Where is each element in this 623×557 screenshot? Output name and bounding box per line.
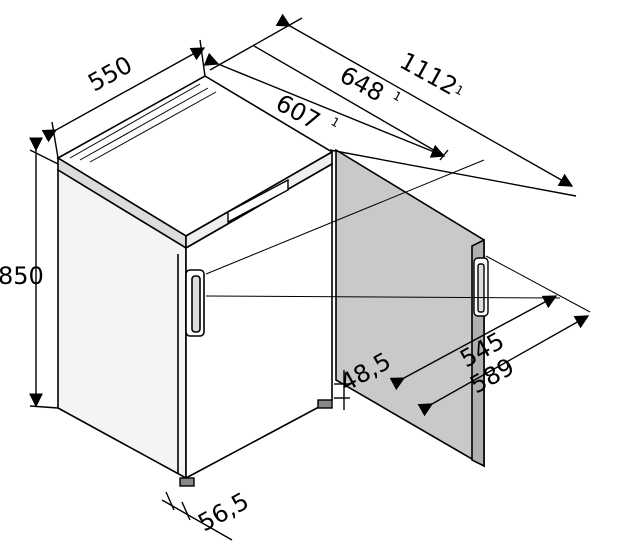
open-door-handle — [473, 257, 489, 317]
label-850: 850 — [0, 262, 44, 290]
fridge-feet — [179, 399, 333, 487]
dim-line-56-5 — [161, 499, 233, 541]
sup-648: 1 — [391, 88, 404, 104]
label-648: 648 — [335, 61, 389, 108]
door-handle — [185, 269, 205, 337]
open-door-panel — [335, 148, 485, 468]
sup-607: 1 — [329, 114, 342, 130]
label-1112: 1112 — [395, 47, 462, 101]
label-56-5: 56,5 — [193, 487, 253, 537]
dim-line-589 — [417, 315, 590, 417]
control-panel — [227, 178, 289, 224]
dim-line-1112 — [275, 13, 574, 187]
dim-line-550 — [41, 47, 206, 143]
